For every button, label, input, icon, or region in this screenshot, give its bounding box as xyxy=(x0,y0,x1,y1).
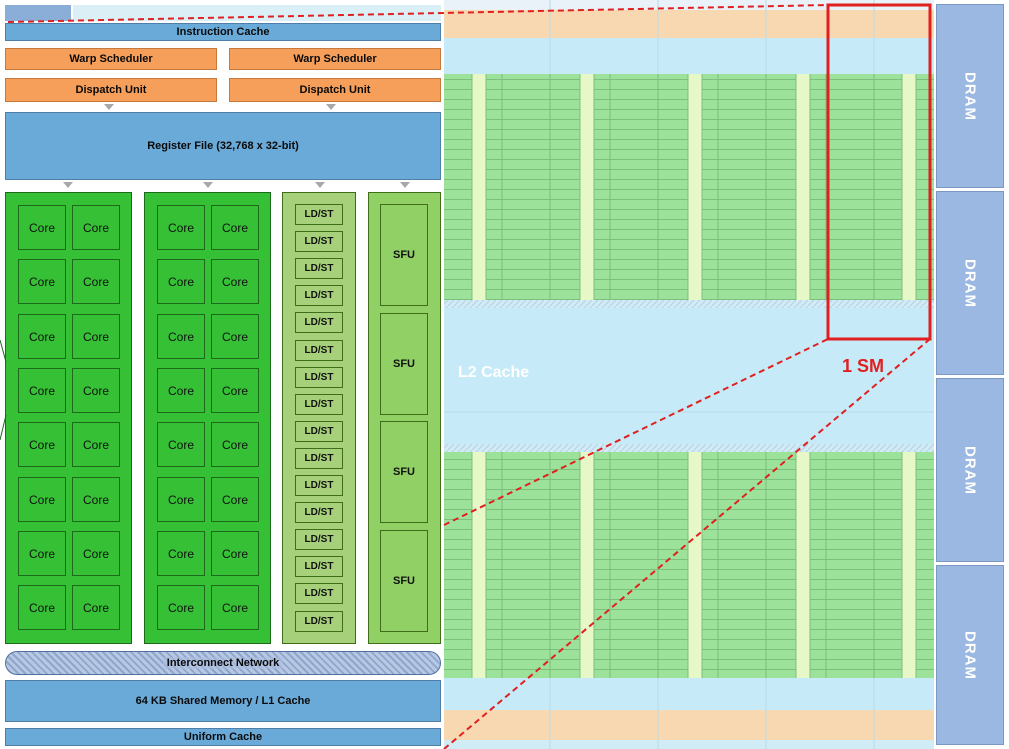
interconnect-network: Interconnect Network xyxy=(5,651,441,675)
ldst-unit: LD/ST xyxy=(295,421,343,442)
sm-top-fragment xyxy=(5,5,71,21)
core-unit: Core xyxy=(72,368,120,413)
register-file: Register File (32,768 x 32-bit) xyxy=(5,112,441,180)
ldst-unit: LD/ST xyxy=(295,556,343,577)
core-unit: Core xyxy=(211,477,259,522)
l2-cache-label: L2 Cache xyxy=(458,364,530,381)
core-unit: Core xyxy=(157,531,205,576)
ldst-unit: LD/ST xyxy=(295,611,343,632)
flow-arrow xyxy=(315,182,325,188)
core-unit: Core xyxy=(72,314,120,359)
core-unit: Core xyxy=(72,531,120,576)
core-unit: Core xyxy=(72,477,120,522)
callout-line-upper xyxy=(443,338,829,526)
core-unit: Core xyxy=(18,531,66,576)
sm-top-fragment-light xyxy=(73,5,441,21)
interconnect-label: Interconnect Network xyxy=(162,657,284,669)
core-unit: Core xyxy=(211,205,259,250)
dram-block-3: DRAM xyxy=(936,378,1004,562)
core-unit: Core xyxy=(211,531,259,576)
core-unit: Core xyxy=(18,585,66,630)
flow-arrow xyxy=(63,182,73,188)
dram-label: DRAM xyxy=(961,71,979,121)
uniform-cache: Uniform Cache xyxy=(5,728,441,746)
flow-arrow xyxy=(203,182,213,188)
gpu-die: L2 Cache xyxy=(442,0,936,749)
core-unit: Core xyxy=(157,477,205,522)
core-unit: Core xyxy=(72,422,120,467)
ldst-unit: LD/ST xyxy=(295,529,343,550)
dram-label: DRAM xyxy=(961,445,979,495)
ldst-unit: LD/ST xyxy=(295,502,343,523)
core-unit: Core xyxy=(18,368,66,413)
dram-block-1: DRAM xyxy=(936,4,1004,188)
sfu-unit: SFU xyxy=(380,204,428,306)
core-unit: Core xyxy=(18,259,66,304)
core-unit: Core xyxy=(72,585,120,630)
instruction-cache: Instruction Cache xyxy=(5,23,441,41)
callout-line-top xyxy=(7,4,829,23)
ldst-unit: LD/ST xyxy=(295,204,343,225)
core-unit: Core xyxy=(157,585,205,630)
sfu-unit: SFU xyxy=(380,421,428,523)
core-unit: Core xyxy=(211,368,259,413)
warp-scheduler-2: Warp Scheduler xyxy=(229,48,441,70)
sfu-unit: SFU xyxy=(380,313,428,415)
dispatch-unit-2: Dispatch Unit xyxy=(229,78,441,102)
dram-label: DRAM xyxy=(961,630,979,680)
core-unit: Core xyxy=(211,585,259,630)
core-unit: Core xyxy=(157,314,205,359)
ldst-unit: LD/ST xyxy=(295,394,343,415)
dispatch-unit-1: Dispatch Unit xyxy=(5,78,217,102)
ldst-unit: LD/ST xyxy=(295,231,343,252)
sm-callout-label: 1 SM xyxy=(842,356,885,376)
ldst-unit: LD/ST xyxy=(295,448,343,469)
core-unit: Core xyxy=(18,477,66,522)
dram-block-4: DRAM xyxy=(936,565,1004,745)
ldst-unit: LD/ST xyxy=(295,583,343,604)
core-unit: Core xyxy=(18,314,66,359)
dram-label: DRAM xyxy=(961,258,979,308)
warp-scheduler-1: Warp Scheduler xyxy=(5,48,217,70)
core-unit: Core xyxy=(18,422,66,467)
gpu-die-graphic xyxy=(442,0,936,749)
flow-arrow xyxy=(104,104,114,110)
core-unit: Core xyxy=(157,205,205,250)
ldst-unit: LD/ST xyxy=(295,367,343,388)
core-unit: Core xyxy=(157,368,205,413)
core-unit: Core xyxy=(211,422,259,467)
core-unit: Core xyxy=(157,422,205,467)
core-unit: Core xyxy=(211,314,259,359)
bracket-lines xyxy=(0,340,7,441)
ldst-unit: LD/ST xyxy=(295,340,343,361)
core-unit: Core xyxy=(157,259,205,304)
flow-arrow xyxy=(326,104,336,110)
ldst-unit: LD/ST xyxy=(295,285,343,306)
core-unit: Core xyxy=(72,205,120,250)
flow-arrow xyxy=(400,182,410,188)
core-unit: Core xyxy=(18,205,66,250)
ldst-unit: LD/ST xyxy=(295,312,343,333)
sfu-unit: SFU xyxy=(380,530,428,632)
sm-highlight-box xyxy=(826,3,932,341)
callout-line-lower xyxy=(443,338,931,749)
ldst-unit: LD/ST xyxy=(295,475,343,496)
core-unit: Core xyxy=(211,259,259,304)
dram-block-2: DRAM xyxy=(936,191,1004,375)
ldst-unit: LD/ST xyxy=(295,258,343,279)
core-unit: Core xyxy=(72,259,120,304)
shared-memory-l1-cache: 64 KB Shared Memory / L1 Cache xyxy=(5,680,441,722)
